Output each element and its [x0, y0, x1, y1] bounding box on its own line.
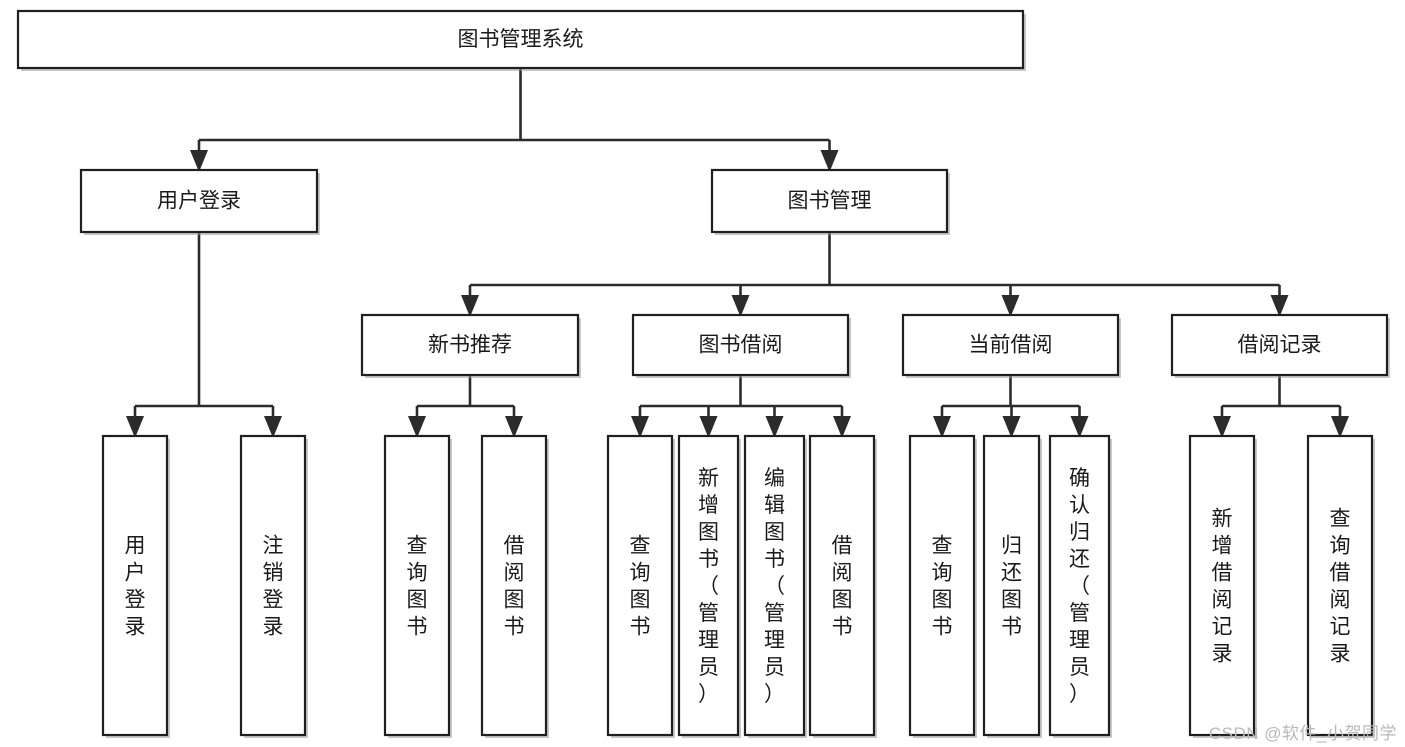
node-l_user_login[interactable]: 用户登录: [101, 434, 170, 738]
watermark-label: CSDN @软件_小贺同学: [1208, 724, 1397, 743]
node-l_return_book[interactable]: 归还图书: [982, 434, 1042, 738]
node-l_query_record[interactable]: 查询借阅记录: [1306, 434, 1375, 738]
node-root[interactable]: 图书管理系统: [16, 9, 1026, 71]
node-n_new_book_rec[interactable]: 新书推荐: [360, 313, 581, 378]
node-label: 确认归还（管理员）: [1069, 467, 1090, 706]
node-l_borrow_book_2[interactable]: 借阅图书: [808, 434, 877, 738]
node-label: 新增借阅记录: [1212, 508, 1233, 666]
node-n_user_login[interactable]: 用户登录: [79, 168, 320, 235]
node-l_query_book_3[interactable]: 查询图书: [908, 434, 977, 738]
node-label: 新增图书（管理员）: [698, 467, 719, 706]
node-label: 查询图书: [630, 535, 651, 639]
connector-n_user_login: [126, 232, 282, 438]
connector-n_borrow_record: [1213, 375, 1349, 438]
node-label: 借阅图书: [832, 535, 853, 639]
node-label: 用户登录: [125, 535, 146, 639]
node-label: 图书管理系统: [458, 28, 584, 51]
node-l_borrow_book_1[interactable]: 借阅图书: [480, 434, 549, 738]
node-l_confirm_return[interactable]: 确认归还（管理员）: [1048, 434, 1112, 738]
node-label: 图书借阅: [699, 334, 783, 357]
connector-layer: [126, 68, 1349, 438]
connector-n_book_mgmt: [461, 232, 1289, 317]
node-label: 借阅记录: [1238, 334, 1322, 357]
node-n_book_borrow[interactable]: 图书借阅: [631, 313, 851, 378]
node-label: 查询图书: [407, 535, 428, 639]
connector-root: [190, 68, 839, 172]
node-label: 归还图书: [1001, 535, 1022, 639]
node-l_logout[interactable]: 注销登录: [239, 434, 308, 738]
node-l_edit_book[interactable]: 编辑图书（管理员）: [743, 434, 807, 738]
node-l_add_book[interactable]: 新增图书（管理员）: [677, 434, 741, 738]
node-label: 当前借阅: [969, 334, 1053, 357]
node-label: 借阅图书: [504, 535, 525, 639]
node-l_query_book_1[interactable]: 查询图书: [383, 434, 452, 738]
node-label: 图书管理: [788, 190, 872, 213]
node-label: 查询借阅记录: [1330, 508, 1351, 666]
node-label: 注销登录: [263, 535, 284, 639]
node-l_add_record[interactable]: 新增借阅记录: [1188, 434, 1257, 738]
connector-n_current_borrow: [933, 375, 1089, 438]
node-label: 编辑图书（管理员）: [764, 467, 785, 706]
connector-n_new_book_rec: [408, 375, 523, 438]
node-l_query_book_2[interactable]: 查询图书: [606, 434, 675, 738]
node-label: 用户登录: [157, 190, 241, 213]
node-n_current_borrow[interactable]: 当前借阅: [901, 313, 1121, 378]
node-layer: 图书管理系统用户登录图书管理新书推荐图书借阅当前借阅借阅记录用户登录注销登录查询…: [16, 9, 1390, 738]
node-label: 新书推荐: [428, 334, 512, 357]
node-label: 查询图书: [932, 535, 953, 639]
node-n_book_mgmt[interactable]: 图书管理: [710, 168, 950, 235]
connector-n_book_borrow: [631, 375, 851, 438]
node-n_borrow_record[interactable]: 借阅记录: [1170, 313, 1390, 378]
